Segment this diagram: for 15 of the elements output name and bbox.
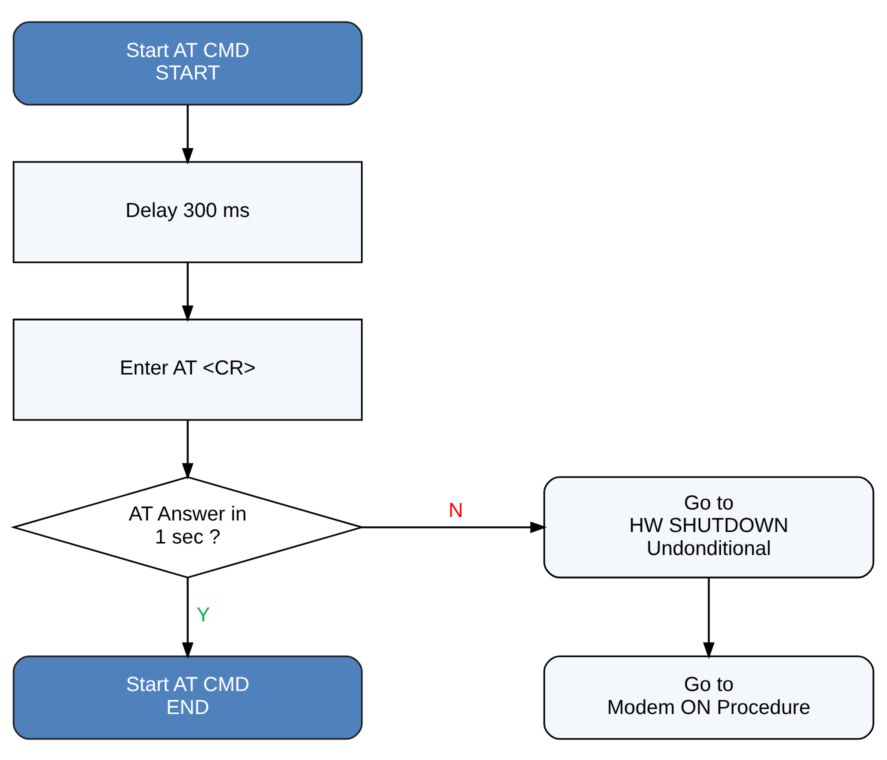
- node-box: Go to Modem ON Procedure: [543, 654, 874, 740]
- arrow: [182, 577, 194, 658]
- edge-label: N: [448, 499, 464, 522]
- node-diamond: AT Answer in 1 sec ?: [10, 476, 365, 578]
- arrow: [182, 104, 194, 164]
- arrow: [182, 262, 194, 322]
- arrow: [182, 420, 194, 480]
- arrow: [362, 521, 547, 533]
- node-box: Start AT CMD START: [12, 20, 363, 106]
- arrow: [703, 577, 715, 658]
- node-box: Enter AT <CR>: [12, 318, 363, 420]
- node-box: Go to HW SHUTDOWN Undonditional: [543, 476, 874, 578]
- node-box: Delay 300 ms: [12, 160, 363, 263]
- edge-label: Y: [196, 604, 210, 626]
- node-box: Start AT CMD END: [12, 654, 363, 740]
